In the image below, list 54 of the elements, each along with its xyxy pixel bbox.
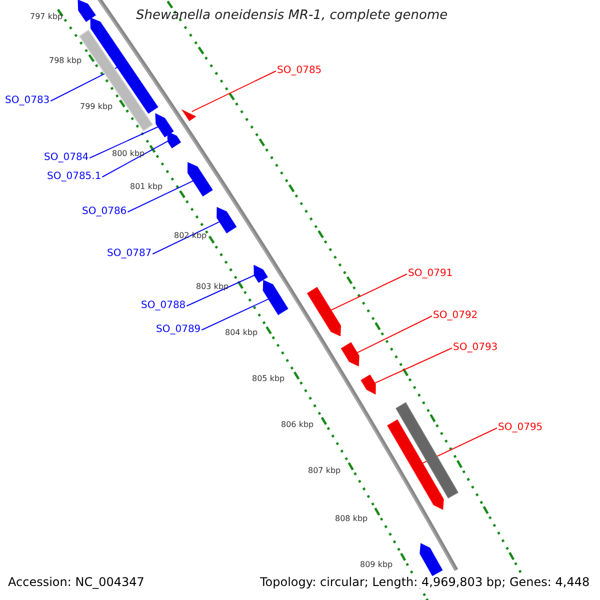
scale-label: 804 kbp <box>225 329 258 337</box>
leader-line <box>330 274 408 311</box>
gene-label: SO_0785.1 <box>47 172 102 182</box>
gene-label: SO_0795 <box>498 423 543 433</box>
scale-label: 808 kbp <box>335 515 368 523</box>
leader-line <box>374 348 452 384</box>
scale-label: 803 kbp <box>196 283 229 291</box>
gene-label: SO_0791 <box>408 269 453 279</box>
gene-feature <box>420 543 443 576</box>
gene-label: SO_0783 <box>5 96 50 106</box>
leader-line <box>201 298 270 330</box>
scale-label: 802 kbp <box>174 232 207 240</box>
scale-label: 799 kbp <box>80 103 113 111</box>
leader-line <box>50 66 118 102</box>
gene-label: SO_0785 <box>277 66 322 76</box>
scale-label: 806 kbp <box>281 421 314 429</box>
scale-label: 805 kbp <box>252 375 285 383</box>
gene-feature <box>181 109 196 122</box>
gene-feature <box>188 162 213 196</box>
gene-label: SO_0787 <box>107 249 152 259</box>
footer-text: Accession: NC_004347 <box>8 576 144 588</box>
leader-line <box>127 180 194 212</box>
leader-line <box>102 140 168 178</box>
map-title: Shewanella oneidensis MR-1, complete genome <box>136 9 448 22</box>
leader-line <box>186 274 255 306</box>
gene-feature <box>216 207 237 234</box>
leader-line <box>152 221 220 254</box>
gene-feature <box>167 131 182 148</box>
leader-line <box>356 316 432 354</box>
gene-feature <box>360 374 376 395</box>
gene-label: SO_0789 <box>156 325 201 335</box>
gene-feature <box>306 286 341 336</box>
gene-label: SO_0788 <box>141 301 186 311</box>
gene-feature <box>340 342 360 366</box>
gene-feature <box>387 419 444 510</box>
scale-label: 801 kbp <box>130 183 163 191</box>
scale-label: 800 kbp <box>112 150 145 158</box>
scale-label: 797 kbp <box>30 13 63 21</box>
scale-label: 798 kbp <box>49 57 82 65</box>
gene-feature <box>155 113 174 138</box>
gene-label: SO_0792 <box>433 311 478 321</box>
leader-line <box>191 70 276 112</box>
scale-label: 809 kbp <box>360 561 393 569</box>
gene-label: SO_0784 <box>44 153 89 163</box>
leader-line <box>422 428 498 464</box>
leader-line <box>89 126 159 158</box>
gene-feature <box>78 0 96 22</box>
scale-label: 807 kbp <box>308 467 341 475</box>
gene-label: SO_0793 <box>453 343 498 353</box>
gene-label: SO_0786 <box>82 207 127 217</box>
footer-text: Topology: circular; Length: 4,969,803 bp; Genes: 4,448 <box>260 576 590 588</box>
gene-feature <box>254 264 268 283</box>
gene-feature <box>262 280 288 316</box>
gene-feature <box>396 402 459 499</box>
